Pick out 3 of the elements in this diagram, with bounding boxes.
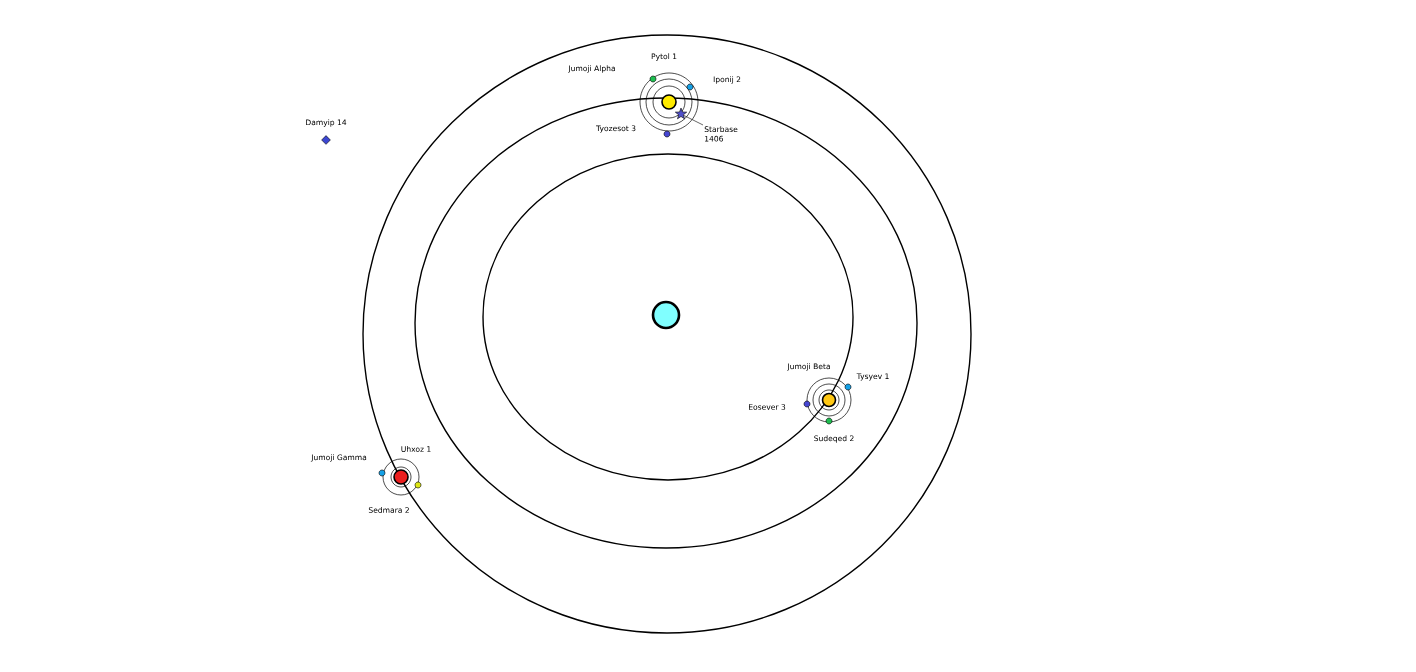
leader-line <box>683 115 704 126</box>
diamond-marker <box>321 135 331 145</box>
starbase-star <box>675 107 687 120</box>
